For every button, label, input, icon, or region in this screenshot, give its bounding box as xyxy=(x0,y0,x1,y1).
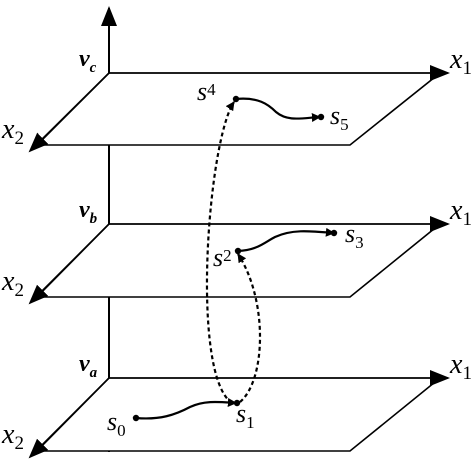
plane-b-x1-label: x1 xyxy=(449,195,472,230)
state-s4-point xyxy=(232,95,240,103)
plane-a-x2-axis xyxy=(28,377,110,459)
transition-s4-s5 xyxy=(235,97,321,122)
state-s1-label: s1 xyxy=(236,399,255,432)
transition-s0-s1 xyxy=(135,398,237,420)
plane-b-x2-label: x2 xyxy=(1,266,24,301)
level-c-label: vc xyxy=(79,46,97,76)
plane-c-x1-label: x1 xyxy=(449,44,472,79)
state-s2-point xyxy=(234,247,242,255)
plane-c xyxy=(28,65,450,153)
transition-s1-s2 xyxy=(237,253,262,403)
level-b-label: vb xyxy=(79,197,98,227)
plane-b xyxy=(28,216,450,305)
plane-b-x2-axis xyxy=(28,223,110,305)
plane-a xyxy=(28,370,450,459)
state-s5-label: s5 xyxy=(330,101,349,134)
state-s4-label: s4 xyxy=(197,77,216,106)
transition-s1-s4 xyxy=(205,101,235,404)
state-s2-label: s2 xyxy=(213,243,232,272)
state-s0-label: s0 xyxy=(107,407,126,440)
state-s1-point xyxy=(233,399,241,407)
plane-c-x2-label: x2 xyxy=(1,114,24,149)
state-s5-point xyxy=(317,113,325,121)
state-s0-point xyxy=(132,414,140,422)
plane-c-x2-axis xyxy=(28,72,110,153)
plane-a-x2-label: x2 xyxy=(1,419,24,454)
state-s3-label: s3 xyxy=(345,219,364,252)
level-a-label: va xyxy=(79,351,98,381)
state-s3-point xyxy=(330,229,338,237)
transition-s2-s3 xyxy=(237,227,335,253)
plane-a-x1-label: x1 xyxy=(449,349,472,384)
